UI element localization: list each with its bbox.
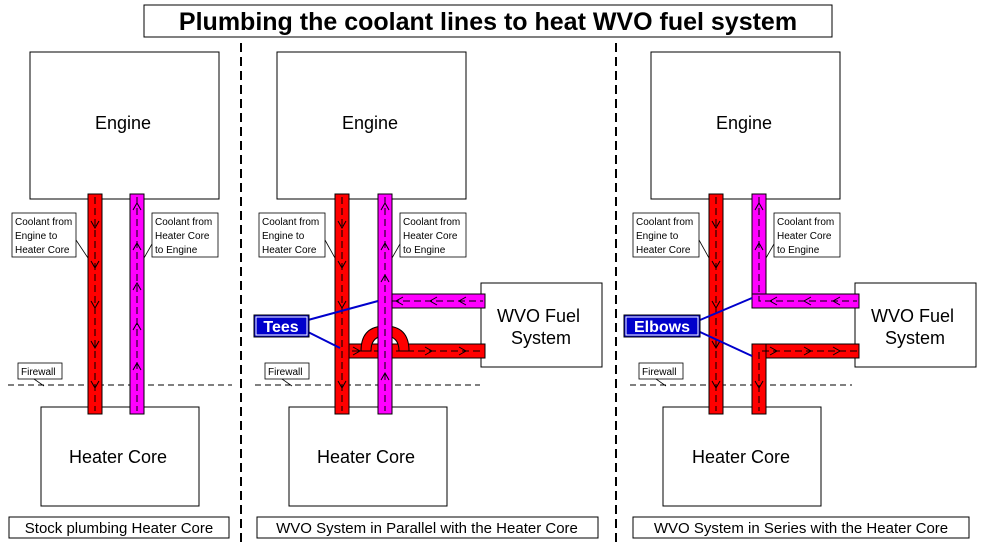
- engine-label: Engine: [342, 113, 398, 133]
- firewall-leader: [33, 378, 45, 387]
- engine-label: Engine: [716, 113, 772, 133]
- title-box: [143, 4, 833, 38]
- engine-box: [29, 51, 220, 200]
- wvo-fuel-system-label: WVO Fuel System: [871, 306, 959, 348]
- label-engine-to-heater-text: Coolant from Engine to Heater Core: [15, 217, 75, 256]
- label-heater-to-engine: [151, 212, 219, 258]
- label-engine-to-heater: [11, 212, 77, 258]
- coolant-pipe-red: [87, 193, 103, 415]
- leader-left: [75, 239, 89, 259]
- heater-core-box: [288, 406, 448, 507]
- firewall-tag: [264, 362, 310, 380]
- flow-arrows-right: [352, 346, 468, 356]
- callout-inner: [255, 316, 308, 336]
- panel-caption: WVO System in Parallel with the Heater C…: [276, 520, 578, 537]
- label-engine-to-heater: [632, 212, 700, 258]
- callout-leader-upper: [307, 300, 379, 321]
- leader-left: [698, 239, 710, 259]
- label-heater-to-engine-text: Coolant from Heater Core to Engine: [155, 217, 215, 256]
- page-title: Plumbing the coolant lines to heat WVO f…: [179, 8, 797, 36]
- heater-core-label: Heater Core: [69, 447, 167, 467]
- panel-caption: WVO System in Series with the Heater Cor…: [654, 520, 948, 537]
- callout-inner: [625, 316, 699, 336]
- label-heater-to-engine-text: Coolant from Heater Core to Engine: [777, 217, 837, 256]
- callout-leader-lower: [699, 331, 753, 357]
- panel-stock: Engine Heater Core Firewall Coolant from…: [8, 51, 232, 539]
- firewall-leader: [655, 378, 667, 387]
- firewall-tag: [17, 362, 63, 380]
- label-engine-to-heater-text: Coolant from Engine to Heater Core: [262, 217, 322, 256]
- flow-line-supply: [758, 350, 857, 411]
- engine-box: [650, 51, 841, 200]
- callout-label: Elbows: [634, 319, 690, 336]
- firewall-tag: [638, 362, 684, 380]
- panel-parallel: Engine Heater Core WVO Fuel System Firew…: [253, 51, 603, 539]
- flow-line-return: [758, 197, 857, 302]
- callout-label: Tees: [263, 319, 298, 336]
- heater-core-box: [40, 406, 200, 507]
- leader-right: [143, 243, 153, 259]
- callout-leader-upper: [699, 297, 753, 321]
- leader-left: [324, 239, 336, 259]
- coolant-pipe-red: [334, 193, 350, 415]
- heater-core-label: Heater Core: [317, 447, 415, 467]
- label-heater-to-engine: [773, 212, 841, 258]
- label-heater-to-engine: [399, 212, 467, 258]
- flow-arrows-left: [394, 296, 467, 306]
- leader-right: [391, 243, 401, 259]
- coolant-pipe-red: [708, 193, 724, 415]
- label-heater-to-engine-text: Coolant from Heater Core to Engine: [403, 217, 463, 256]
- engine-label: Engine: [95, 113, 151, 133]
- wvo-fuel-system-box: [854, 282, 977, 368]
- heater-core-box: [662, 406, 822, 507]
- flow-arrows-down: [711, 220, 721, 390]
- flow-arrows-return: [754, 201, 841, 306]
- wvo-fuel-system-box: [480, 282, 603, 368]
- flow-arrows-up: [380, 201, 390, 381]
- flow-arrows-down: [90, 220, 100, 390]
- label-engine-to-heater-text: Coolant from Engine to Heater Core: [636, 217, 696, 256]
- coolant-pipe-magenta: [129, 193, 145, 415]
- callout-box: [253, 314, 310, 338]
- caption-box: [632, 516, 970, 539]
- caption-box: [256, 516, 599, 539]
- caption-box: [8, 516, 230, 539]
- callout-leader-lower: [307, 331, 341, 349]
- firewall-label: Firewall: [642, 367, 676, 378]
- flow-arrows-supply: [754, 346, 842, 390]
- heater-core-label: Heater Core: [692, 447, 790, 467]
- engine-box: [276, 51, 467, 200]
- coolant-pipe-magenta: [377, 193, 393, 415]
- firewall-leader: [281, 378, 293, 387]
- flow-arrows-down: [337, 220, 347, 390]
- firewall-label: Firewall: [268, 367, 302, 378]
- panel-series: Engine Heater Core WVO Fuel System Firew…: [623, 51, 977, 539]
- label-engine-to-heater: [258, 212, 326, 258]
- callout-box: [623, 314, 701, 338]
- wvo-return-pipe: [751, 293, 860, 309]
- firewall-label: Firewall: [21, 367, 55, 378]
- leader-right: [765, 243, 775, 259]
- flow-arrows-up: [132, 201, 142, 371]
- panel-caption: Stock plumbing Heater Core: [25, 520, 213, 537]
- wvo-fuel-system-label: WVO Fuel System: [497, 306, 585, 348]
